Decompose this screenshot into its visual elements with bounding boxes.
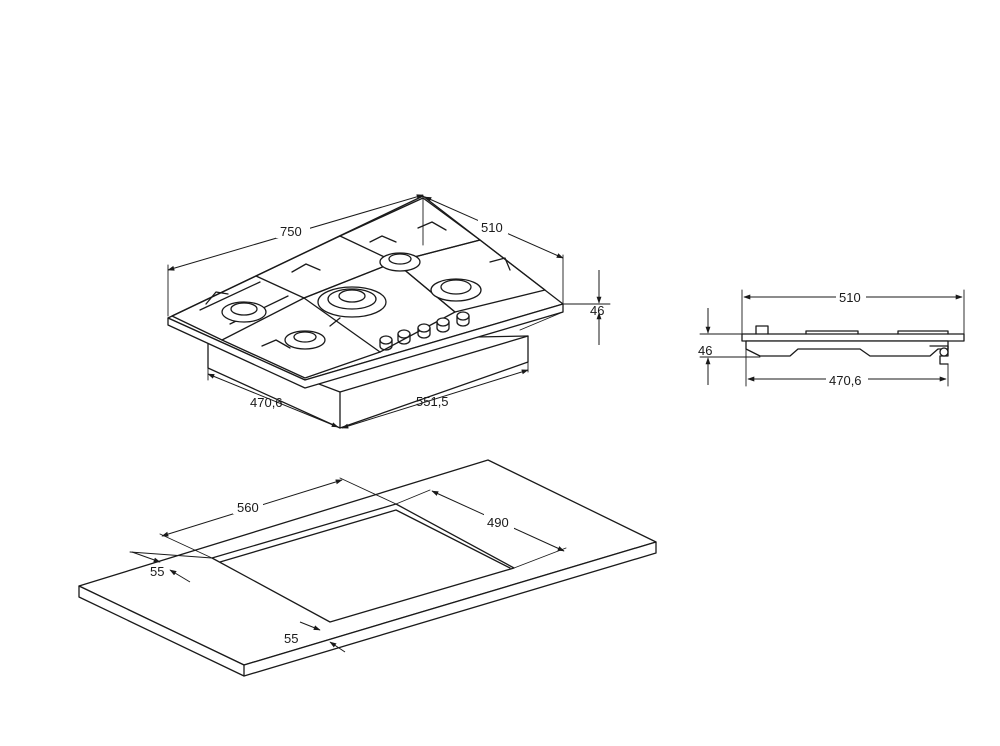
side-top-plate [741, 333, 965, 342]
dimension-label-560: 560 [237, 500, 259, 515]
dimension-label-470-6-side: 470,6 [829, 373, 862, 388]
burner-front-left [221, 301, 267, 323]
dimension-510-side: 510 [741, 289, 965, 335]
side-base-body [745, 340, 949, 357]
dimension-470-6-side: 470,6 [745, 348, 949, 388]
hob-side-view: 510 46 470,6 [698, 289, 965, 388]
side-knob [755, 325, 769, 335]
worktop-cutout-view: 560 490 55 55 [78, 459, 657, 677]
burner-right [430, 278, 482, 302]
hob-perspective-view: 750 510 46 470,6 551,5 [167, 194, 611, 429]
side-supports [805, 330, 949, 335]
dimension-label-510-side: 510 [839, 290, 861, 305]
dimension-750: 750 [167, 194, 424, 317]
dimension-510-depth: 510 [424, 196, 564, 305]
dimension-label-46-side: 46 [698, 343, 712, 358]
dimension-label-55-back: 55 [284, 631, 298, 646]
dimension-55-front: 55 [129, 551, 213, 583]
dimension-label-551-5: 551,5 [416, 394, 449, 409]
dimension-label-510-depth: 510 [481, 220, 503, 235]
dimension-470-6: 470,6 [207, 367, 341, 429]
dimension-label-750: 750 [280, 224, 302, 239]
dimension-55-back: 55 [284, 621, 346, 653]
dimension-label-55-front: 55 [150, 564, 164, 579]
burner-back-right [379, 252, 421, 272]
dimension-label-470-6: 470,6 [250, 395, 283, 410]
dimension-46-height: 46 [519, 270, 611, 345]
dimension-label-46: 46 [590, 303, 604, 318]
dimension-46-side: 46 [698, 308, 761, 385]
dimension-490: 490 [395, 489, 567, 569]
dimension-560: 560 [159, 477, 397, 559]
dimension-551-5: 551,5 [341, 361, 529, 429]
burner-front-middle [284, 330, 326, 350]
control-knobs [379, 311, 470, 351]
gas-inlet-fitting [939, 347, 949, 357]
dimension-label-490: 490 [487, 515, 509, 530]
